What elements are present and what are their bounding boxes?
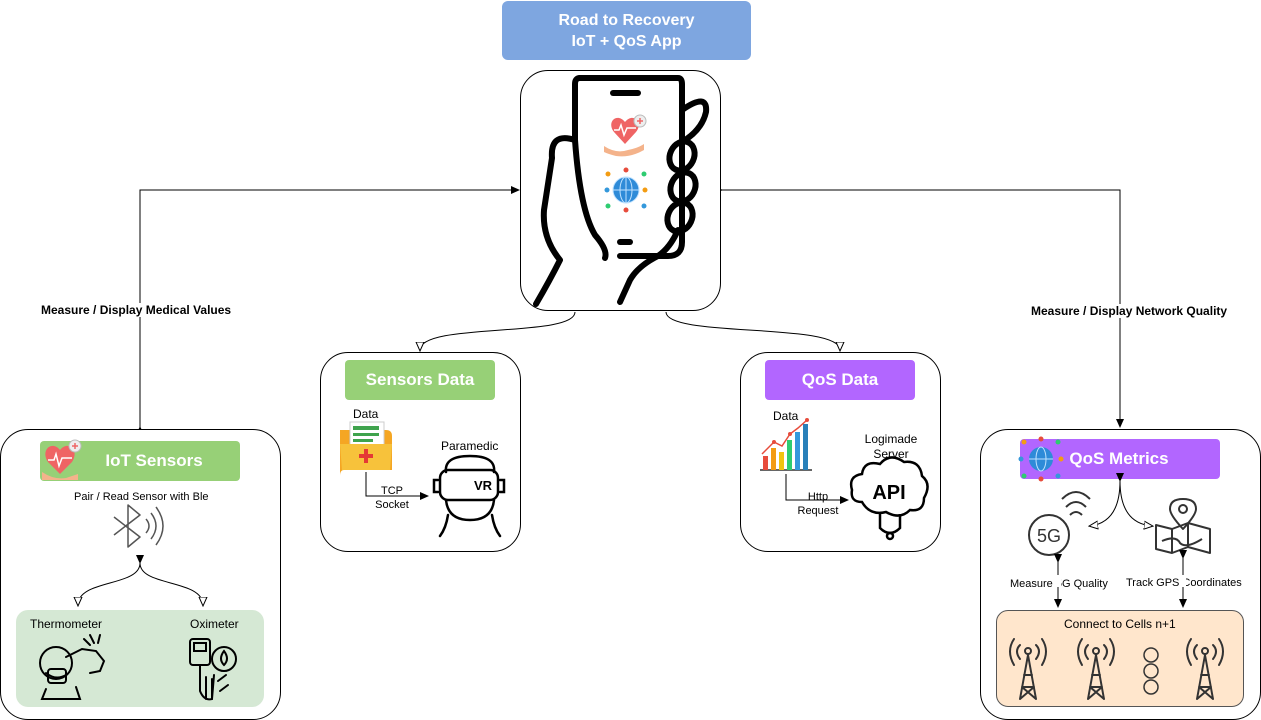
edge-phone-qos-data (665, 311, 840, 350)
title-box: Road to Recovery IoT + QoS App (502, 1, 751, 60)
iot-header-heart-icon (42, 439, 82, 480)
title-line1: Road to Recovery (558, 11, 695, 29)
wearables-panel (16, 610, 264, 707)
qos-metrics-header: QoS Metrics (1020, 439, 1220, 479)
oximeter-label: Oximeter (190, 617, 239, 631)
api-cloud-icon (849, 456, 929, 541)
edge-phone-iot (136, 186, 520, 435)
sensors-data-header: Sensors Data (345, 360, 495, 400)
server-label-line2: Server (873, 447, 909, 461)
api-text: API (872, 482, 905, 504)
cells-label: Connect to Cells n+1 (1064, 617, 1176, 631)
tcp-socket-label: TCP Socket (372, 484, 412, 512)
medical-heart-icon (604, 114, 647, 157)
5g-signal-icon (1028, 491, 1091, 556)
edge-label-network: Measure / Display Network Quality (1031, 304, 1228, 318)
paramedic-label: Paramedic (441, 439, 499, 453)
map-pin-icon (1155, 498, 1211, 554)
qos-data-inner: API (760, 418, 929, 541)
http-label-line2: Request (797, 505, 839, 517)
edge-phone-qos-metrics (714, 186, 1124, 428)
title-line2: IoT + QoS App (571, 32, 682, 50)
5g-text: 5G (1037, 526, 1061, 546)
ble-label: Pair / Read Sensor with Ble (74, 491, 209, 503)
more-cells-dots (1143, 647, 1159, 695)
hand-phone-icon (533, 75, 710, 307)
server-label-line1: Logimade (864, 432, 918, 446)
edge-phone-sensors-data (420, 311, 576, 350)
qos-metrics-inner: 5G (1009, 429, 1224, 700)
oximeter-icon (189, 638, 237, 701)
edge-label-medical: Measure / Display Medical Values (41, 303, 232, 317)
sensors-data-inner: VR (340, 421, 506, 538)
medical-folder-icon (340, 421, 392, 476)
bar-chart-icon (760, 418, 812, 471)
qos-header-globe-icon (1018, 436, 1064, 482)
cell-tower-icon (1077, 638, 1115, 700)
iot-sensors-inner (39, 504, 237, 701)
bluetooth-icon (113, 504, 164, 548)
qos-metrics-header-text: QoS Metrics (1069, 449, 1169, 468)
thermometer-label: Thermometer (30, 617, 103, 631)
qos-data-label: Data (773, 409, 799, 423)
qos-data-header: QoS Data (765, 360, 915, 400)
network-globe-icon (604, 167, 648, 213)
tcp-label-line1: TCP (381, 485, 403, 497)
thermometer-icon (39, 634, 106, 700)
vr-headset-icon (432, 454, 506, 538)
tcp-label-line2: Socket (375, 499, 409, 511)
iot-sensors-header-text: IoT Sensors (105, 451, 203, 470)
sensors-data-label: Data (353, 407, 379, 421)
cell-tower-icon (1186, 638, 1224, 700)
cell-tower-icon (1009, 638, 1047, 700)
vr-text: VR (474, 478, 493, 493)
logimade-server-label: Logimade Server (856, 432, 926, 462)
